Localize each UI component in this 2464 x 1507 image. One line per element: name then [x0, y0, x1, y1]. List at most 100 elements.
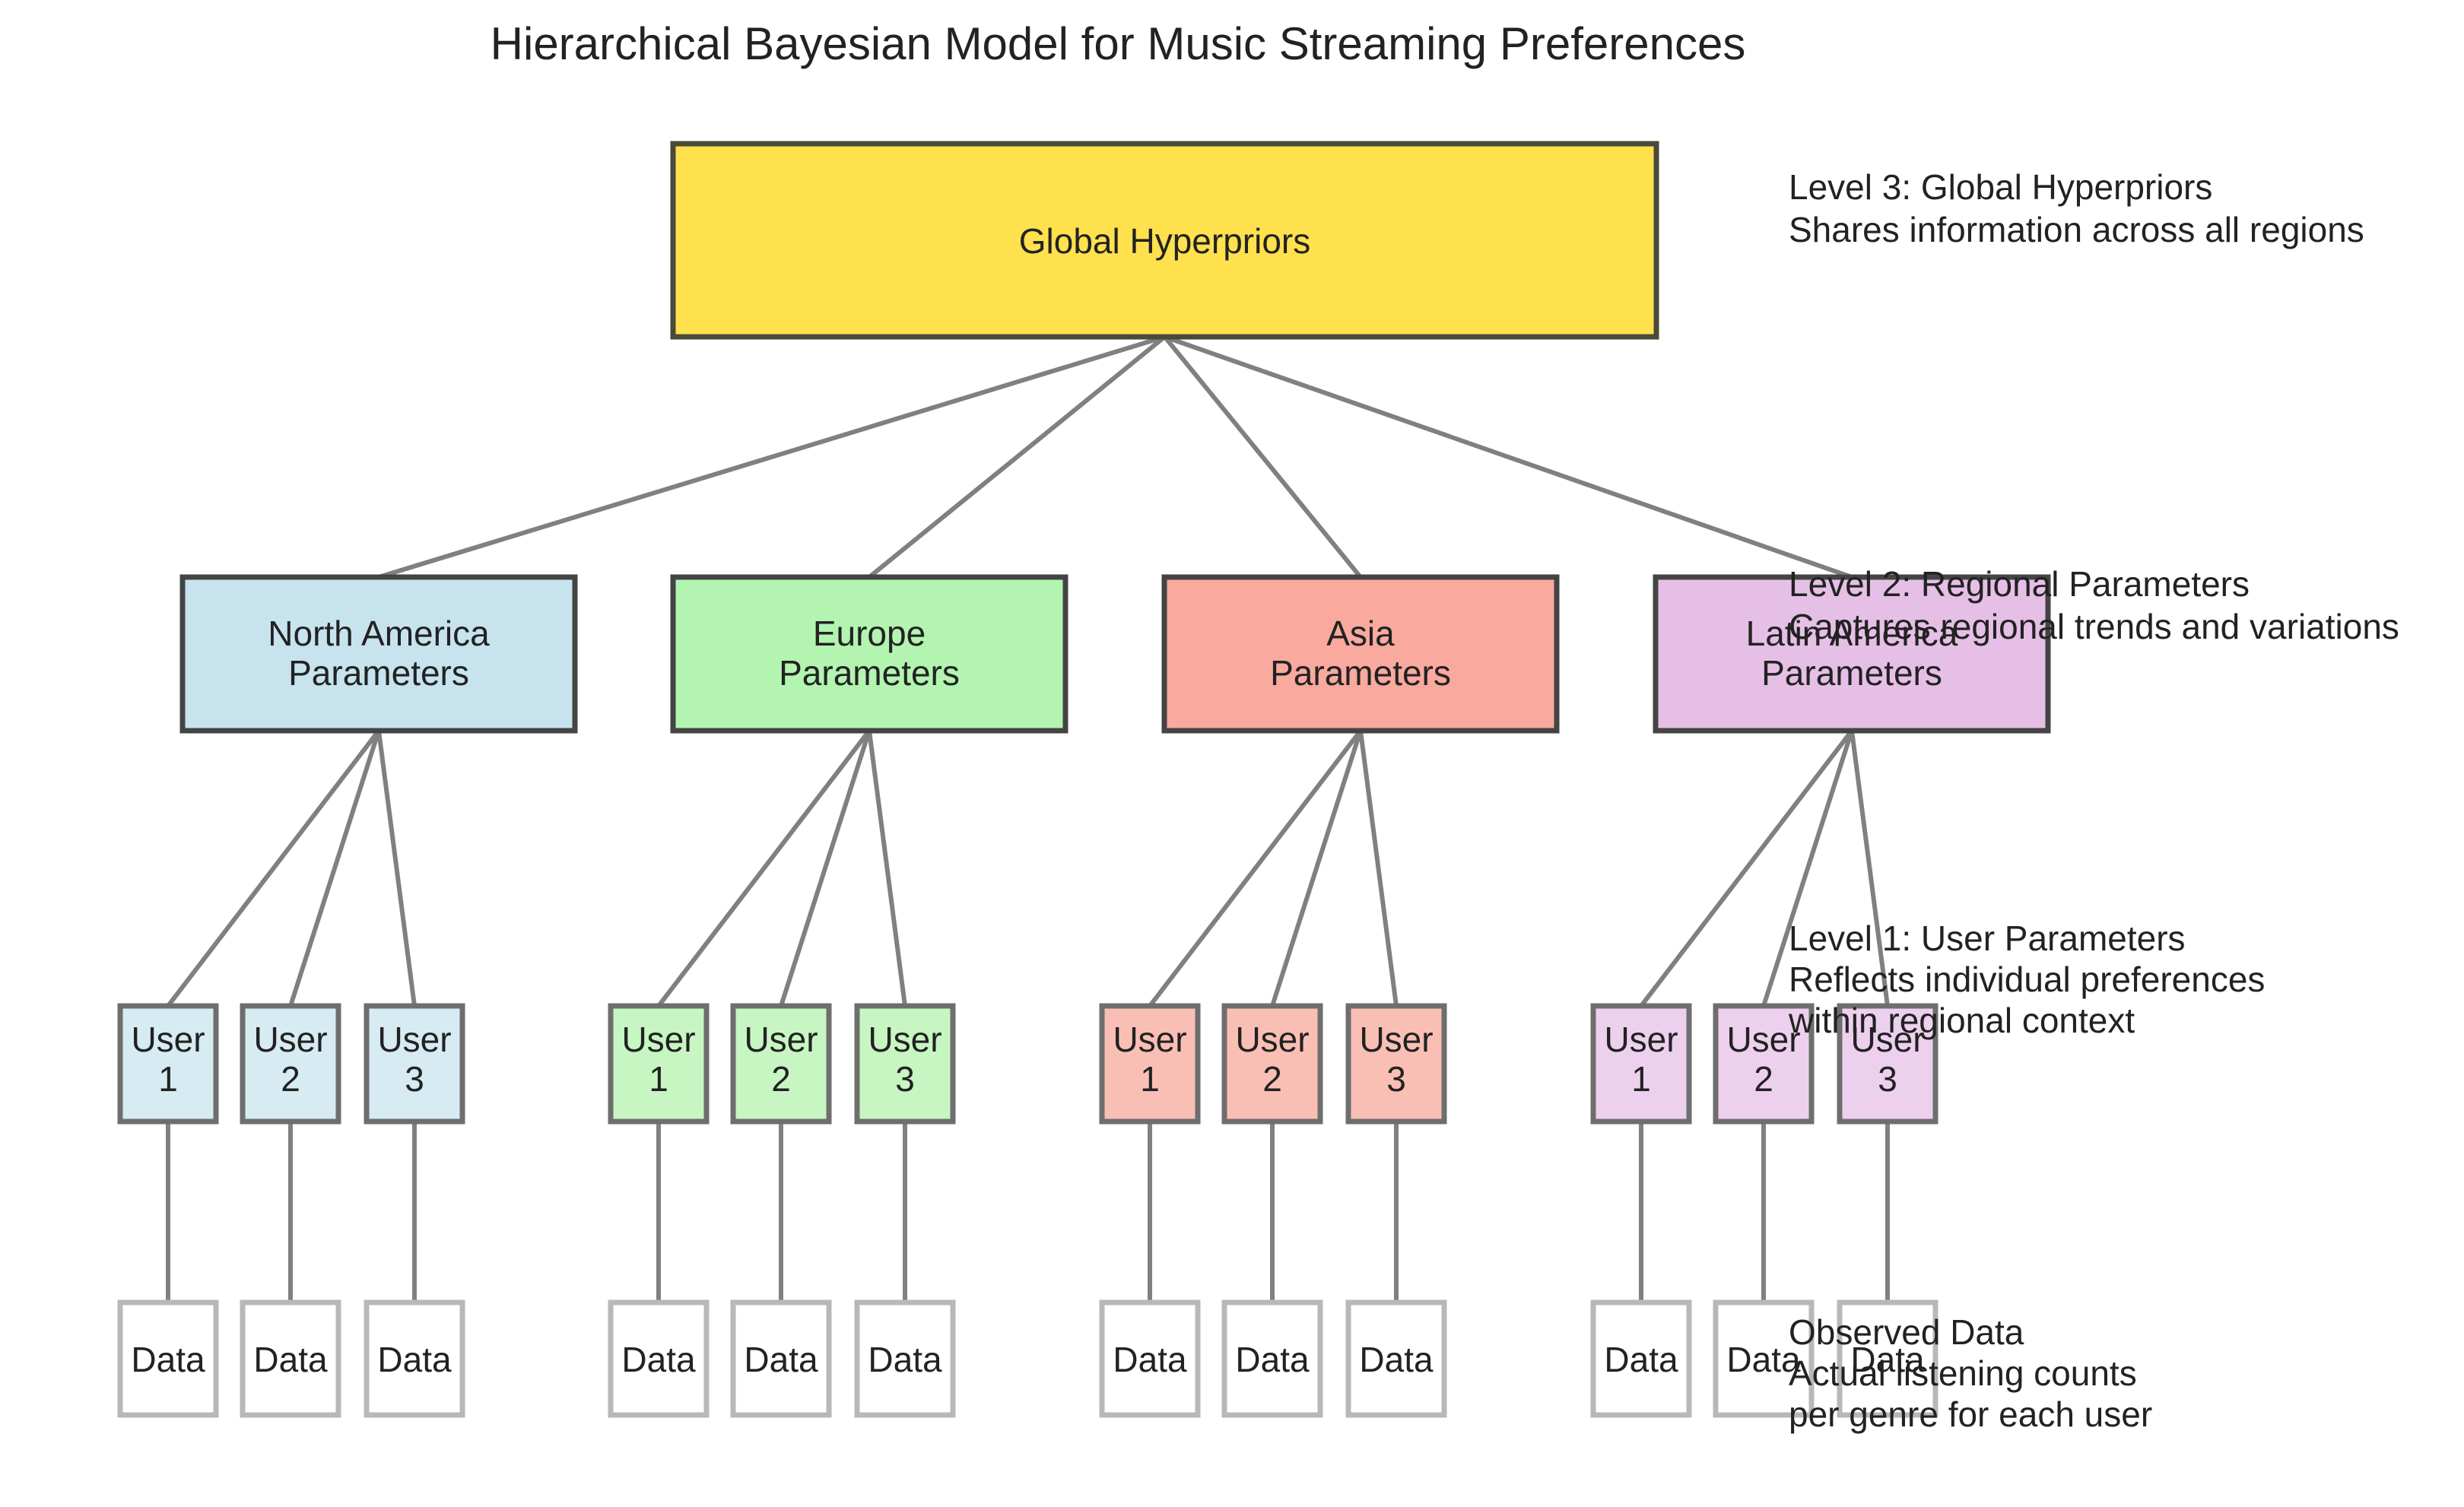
data-node-north-america-1: Data — [117, 1299, 219, 1418]
region-sublabel-asia: Parameters — [1270, 653, 1451, 693]
annotation-level3-desc: Shares information across all regions — [1789, 210, 2364, 249]
annotation-data-desc-2: per genre for each user — [1789, 1394, 2152, 1434]
annotation-level1-desc-2: within regional context — [1788, 1001, 2135, 1040]
data-box-north-america-3 — [364, 1299, 465, 1418]
data-label-latin-america-1: Data — [1604, 1340, 1678, 1379]
data-label-asia-1: Data — [1113, 1340, 1187, 1379]
region-sublabel-north-america: Parameters — [288, 653, 469, 693]
data-box-north-america-1 — [117, 1299, 219, 1418]
user-label-north-america-2: User — [253, 1020, 327, 1059]
annotations: Level 3: Global Hyperpriors Shares infor… — [1788, 167, 2399, 1434]
region-box-asia — [1161, 574, 1560, 734]
user-number-asia-3: 3 — [1386, 1059, 1406, 1099]
data-label-europe-3: Data — [868, 1340, 942, 1379]
region-label-north-america: North America — [268, 614, 490, 653]
data-box-asia-1 — [1099, 1299, 1201, 1418]
user-number-europe-1: 1 — [649, 1059, 668, 1099]
region-box-europe — [670, 574, 1068, 734]
user-number-europe-3: 3 — [895, 1059, 915, 1099]
edges — [166, 335, 1890, 1302]
data-box-north-america-2 — [240, 1299, 341, 1418]
data-label-latin-america-2: Data — [1726, 1340, 1801, 1379]
edge-north-america-to-user-2 — [288, 730, 381, 1007]
region-label-latin-america: Latin America — [1746, 614, 1958, 653]
user-box-asia-2 — [1221, 1003, 1323, 1125]
data-box-latin-america-3 — [1837, 1299, 1938, 1418]
annotation-level2-desc: Captures regional trends and variations — [1789, 607, 2399, 646]
user-box-asia-3 — [1345, 1003, 1447, 1125]
data-label-asia-2: Data — [1235, 1340, 1310, 1379]
user-number-north-america-3: 3 — [405, 1059, 424, 1099]
user-label-asia-2: User — [1235, 1020, 1309, 1059]
user-box-europe-2 — [730, 1003, 832, 1125]
edge-latin-america-to-user-2 — [1761, 730, 1854, 1007]
edge-global-to-latin-america — [1164, 335, 1853, 579]
data-label-europe-1: Data — [621, 1340, 696, 1379]
edge-global-to-north-america — [378, 335, 1166, 579]
region-label-asia: Asia — [1326, 614, 1395, 653]
data-label-latin-america-3: Data — [1850, 1340, 1925, 1379]
edge-europe-to-user-1 — [656, 729, 872, 1007]
user-number-asia-1: 1 — [1140, 1059, 1160, 1099]
user-number-asia-2: 2 — [1262, 1059, 1282, 1099]
user-number-north-america-1: 1 — [158, 1059, 178, 1099]
global-hyperpriors-node: Global Hyperpriors — [670, 141, 1659, 340]
user-box-north-america-2 — [240, 1003, 341, 1125]
data-node-latin-america-2: Data — [1713, 1299, 1815, 1418]
edge-north-america-to-user-1 — [166, 729, 381, 1007]
data-box-latin-america-2 — [1713, 1299, 1815, 1418]
edge-europe-to-user-3 — [867, 730, 907, 1007]
data-node-europe-2: Data — [730, 1299, 832, 1418]
user-box-north-america-3 — [364, 1003, 465, 1125]
data-node-north-america-2: Data — [240, 1299, 341, 1418]
data-box-latin-america-1 — [1590, 1299, 1692, 1418]
region-box-north-america — [179, 574, 578, 734]
user-box-latin-america-1 — [1590, 1003, 1692, 1125]
annotation-level1-title: Level 1: User Parameters — [1789, 918, 2186, 958]
user-box-europe-3 — [854, 1003, 956, 1125]
edge-asia-to-user-1 — [1148, 729, 1363, 1007]
data-node-europe-1: Data — [608, 1299, 710, 1418]
user-number-latin-america-3: 3 — [1878, 1059, 1897, 1099]
data-label-north-america-1: Data — [131, 1340, 205, 1379]
annotation-level2-title: Level 2: Regional Parameters — [1789, 564, 2250, 604]
data-node-asia-2: Data — [1221, 1299, 1323, 1418]
data-node-asia-3: Data — [1345, 1299, 1447, 1418]
edge-north-america-to-user-3 — [376, 730, 417, 1007]
edge-latin-america-to-user-3 — [1850, 730, 1890, 1007]
data-label-north-america-2: Data — [253, 1340, 328, 1379]
user-label-latin-america-1: User — [1604, 1020, 1678, 1059]
data-node-latin-america-3: Data — [1837, 1299, 1938, 1418]
data-box-europe-1 — [608, 1299, 710, 1418]
user-number-north-america-2: 2 — [281, 1059, 300, 1099]
data-node-europe-3: Data — [854, 1299, 956, 1418]
region-label-europe: Europe — [813, 614, 926, 653]
data-node-latin-america-1: Data — [1590, 1299, 1692, 1418]
user-number-latin-america-2: 2 — [1754, 1059, 1773, 1099]
user-label-latin-america-2: User — [1726, 1020, 1800, 1059]
data-box-europe-3 — [854, 1299, 956, 1418]
data-label-europe-2: Data — [744, 1340, 818, 1379]
data-label-asia-3: Data — [1359, 1340, 1434, 1379]
edge-global-to-asia — [1163, 335, 1363, 579]
user-box-europe-1 — [608, 1003, 710, 1125]
data-box-europe-2 — [730, 1299, 832, 1418]
annotation-level1-desc: Reflects individual preferences — [1789, 960, 2265, 999]
user-label-europe-2: User — [744, 1020, 818, 1059]
diagram-title: Hierarchical Bayesian Model for Music St… — [491, 18, 1746, 69]
annotation-data-title: Observed Data — [1789, 1312, 2024, 1352]
